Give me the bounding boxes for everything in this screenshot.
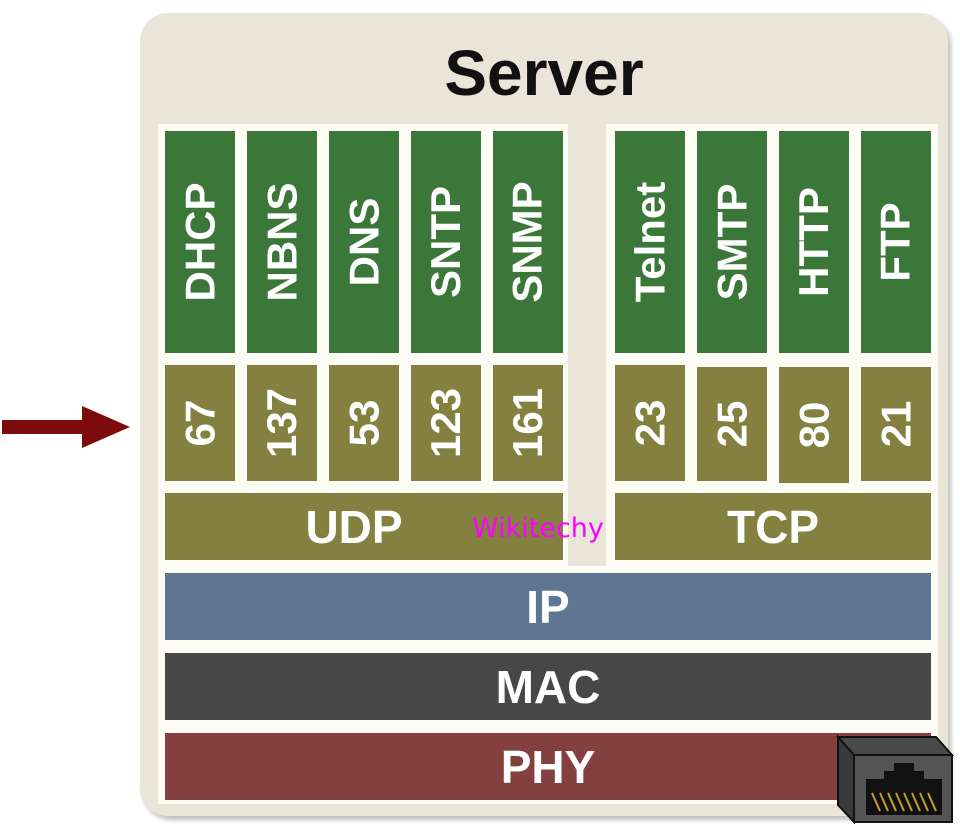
- arrow-right-icon: [2, 406, 130, 448]
- tcp-label: TCP: [727, 500, 819, 553]
- port-123: 123: [411, 365, 481, 481]
- mac-layer: MAC: [165, 653, 931, 720]
- port-label: 80: [790, 401, 837, 449]
- port-label: 53: [340, 399, 387, 447]
- protocol-snmp: SNMP: [493, 131, 563, 353]
- protocol-label: DHCP: [176, 182, 224, 302]
- port-137: 137: [247, 365, 317, 481]
- port-80: 80: [779, 367, 849, 483]
- protocol-dhcp: DHCP: [165, 131, 235, 353]
- port-23: 23: [615, 365, 685, 481]
- ip-layer: IP: [165, 573, 931, 640]
- port-label: 161: [504, 387, 552, 459]
- port-25: 25: [697, 367, 767, 481]
- protocol-label: FTP: [872, 202, 920, 282]
- protocol-smtp: SMTP: [697, 131, 767, 353]
- protocol-label: SNTP: [422, 185, 470, 299]
- port-label: 123: [422, 387, 470, 459]
- server-title: Server: [444, 37, 644, 109]
- protocol-label: HTTP: [790, 187, 837, 297]
- phy-label: PHY: [500, 740, 596, 793]
- phy-layer: PHY: [165, 733, 931, 800]
- port-label: 23: [626, 399, 673, 447]
- ethernet-port-icon: [836, 734, 954, 824]
- udp-label: UDP: [305, 500, 403, 553]
- protocol-label: Telnet: [626, 181, 674, 303]
- protocol-nbns: NBNS: [247, 131, 317, 353]
- protocol-http: HTTP: [779, 131, 849, 353]
- protocol-label: NBNS: [258, 182, 306, 302]
- watermark: Wikitechy: [472, 513, 604, 544]
- port-label: 25: [708, 400, 755, 448]
- port-53: 53: [329, 365, 399, 481]
- protocol-telnet: Telnet: [615, 131, 685, 353]
- mac-label: MAC: [495, 660, 601, 713]
- port-label: 137: [258, 387, 306, 459]
- port-label: 21: [872, 400, 919, 448]
- port-67: 67: [165, 365, 235, 481]
- protocol-label: DNS: [340, 197, 387, 287]
- port-21: 21: [861, 367, 931, 481]
- udp-layer: UDP: [165, 493, 563, 560]
- protocol-ftp: FTP: [861, 131, 931, 353]
- port-label: 67: [176, 399, 223, 447]
- ip-label: IP: [526, 580, 570, 633]
- protocol-dns: DNS: [329, 131, 399, 353]
- protocol-label: SMTP: [708, 183, 756, 301]
- protocol-sntp: SNTP: [411, 131, 481, 353]
- protocol-label: SNMP: [504, 181, 552, 303]
- tcp-layer: TCP: [615, 493, 931, 560]
- port-161: 161: [493, 365, 563, 481]
